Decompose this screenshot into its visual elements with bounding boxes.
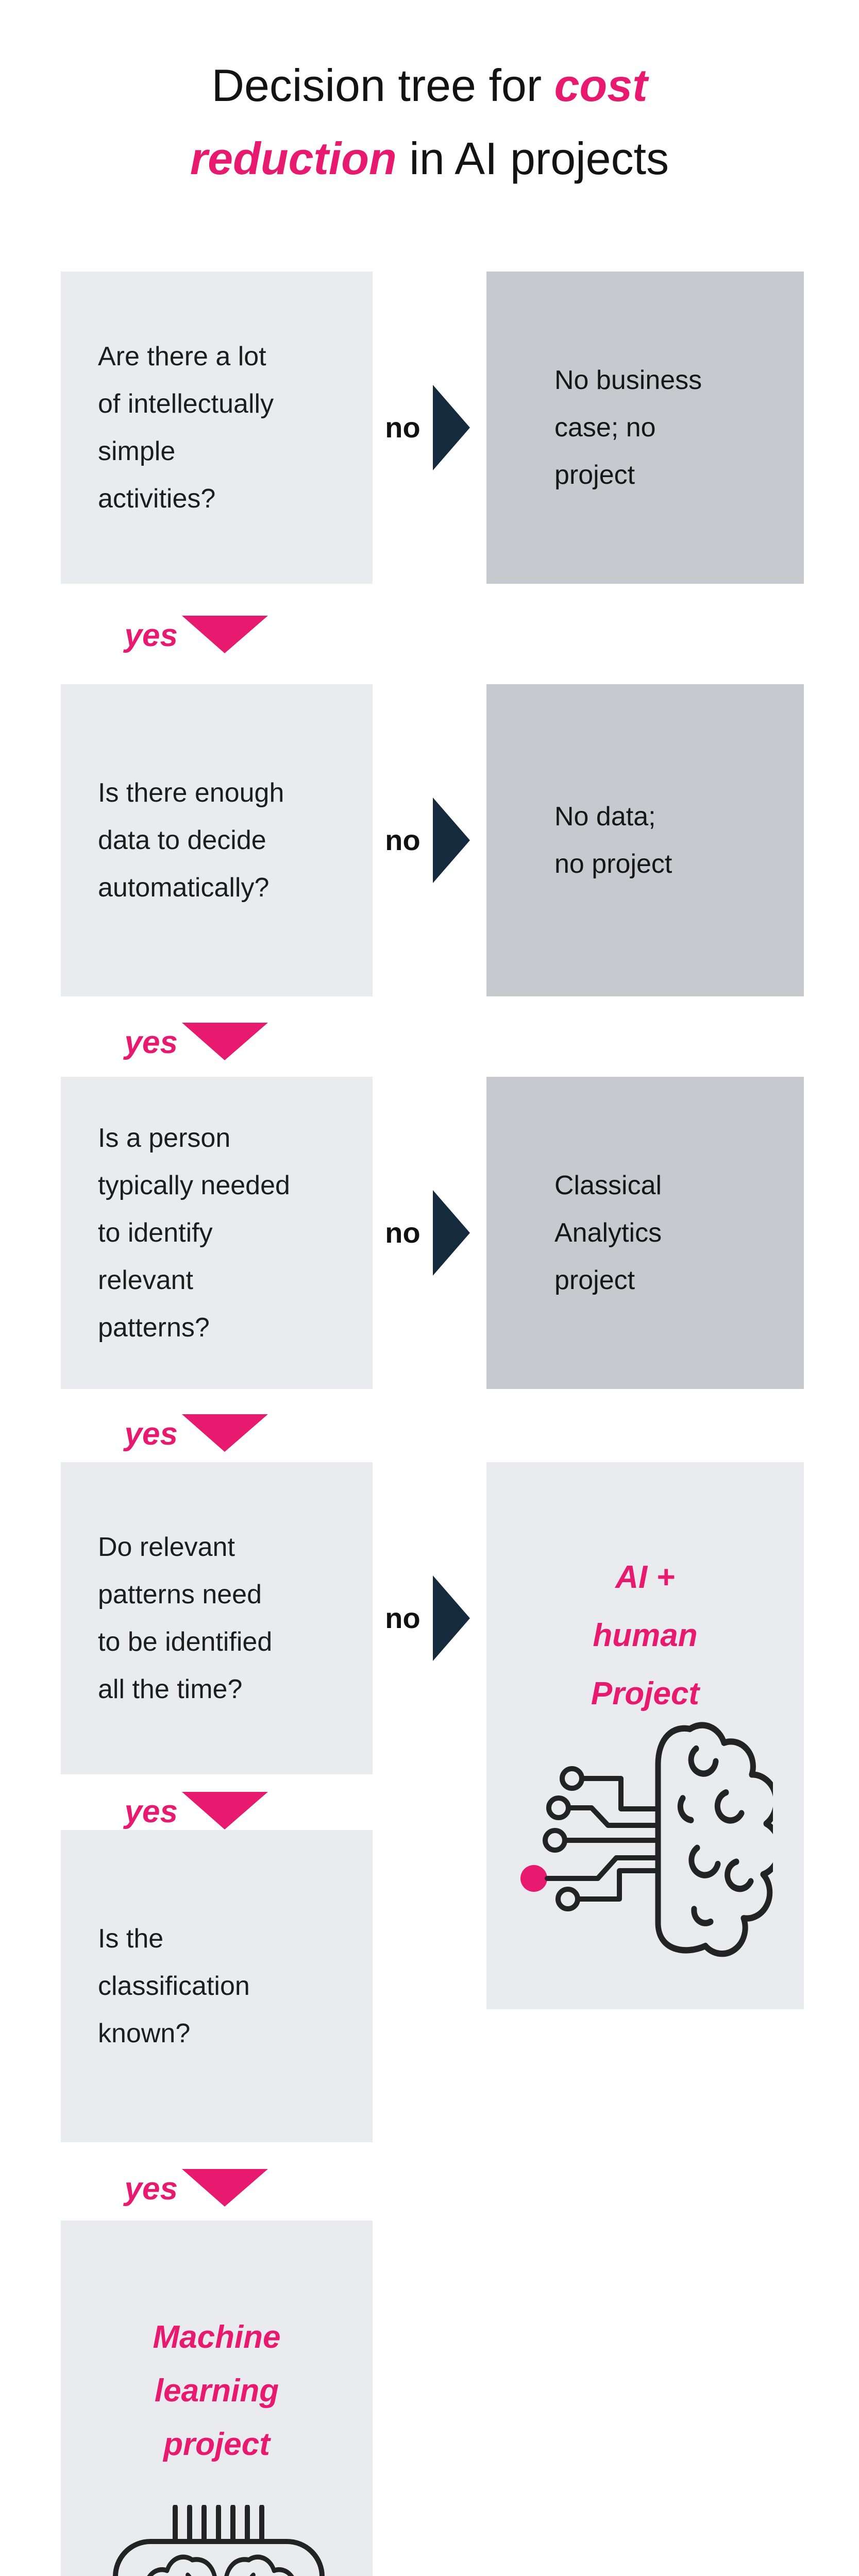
question-box-4: Do relevant patterns need to be identifi… — [61, 1462, 373, 1774]
yes-label-2: yes — [124, 1025, 178, 1060]
no-arrow-icon-2 — [433, 798, 470, 883]
outcome-text-3: Classical Analytics project — [554, 1171, 662, 1295]
question-text-1: Are there a lot of intellectually simple… — [98, 342, 274, 514]
yes-arrow-icon-2 — [182, 1023, 268, 1060]
no-label-4: no — [385, 1602, 420, 1634]
question-text-2: Is there enough data to decide automatic… — [98, 778, 284, 903]
no-label-2: no — [385, 824, 420, 856]
yes-label-4: yes — [124, 1794, 178, 1829]
question-box-3: Is a person typically needed to identify… — [61, 1077, 373, 1389]
no-label-1: no — [385, 411, 420, 444]
outcome-box-2: No data; no project — [486, 684, 804, 996]
yes-arrow-icon-4 — [182, 1792, 268, 1829]
question-box-1: Are there a lot of intellectually simple… — [61, 272, 373, 584]
yes-label-3: yes — [124, 1416, 178, 1452]
title-accent-cost: cost — [554, 60, 648, 111]
question-box-2: Is there enough data to decide automatic… — [61, 684, 373, 996]
terminal-text: Machine learning project — [153, 2319, 281, 2462]
page-title: Decision tree for cost reduction in AI p… — [0, 49, 859, 195]
question-text-5: Is the classification known? — [98, 1924, 250, 2048]
title-line-1: Decision tree for cost — [211, 60, 648, 111]
outcome-box-1: No business case; no project — [486, 272, 804, 584]
yes-arrow-icon-1 — [182, 616, 268, 653]
question-text-4: Do relevant patterns need to be identifi… — [98, 1532, 273, 1704]
title-accent-reduction: reduction — [190, 133, 397, 184]
yes-label-1: yes — [124, 618, 178, 653]
brain-circuit-icon — [520, 1716, 773, 1968]
no-arrow-icon-1 — [433, 385, 470, 470]
yes-arrow-icon-3 — [182, 1414, 268, 1452]
no-label-3: no — [385, 1216, 420, 1249]
question-text-3: Is a person typically needed to identify… — [98, 1123, 290, 1343]
yes-label-5: yes — [124, 2171, 178, 2207]
brain-chip-icon — [113, 2505, 325, 2576]
title-line-2: reduction in AI projects — [190, 133, 669, 184]
outcome-box-3: Classical Analytics project — [486, 1077, 804, 1389]
no-arrow-icon-4 — [433, 1575, 470, 1661]
outcome-text-2: No data; no project — [554, 802, 672, 879]
no-arrow-icon-3 — [433, 1190, 470, 1276]
outcome-text-4: AI + human Project — [591, 1560, 700, 1711]
pink-node-dot — [520, 1865, 547, 1892]
yes-arrow-icon-5 — [182, 2169, 268, 2207]
question-box-5: Is the classification known? — [61, 1830, 373, 2142]
outcome-text-1: No business case; no project — [554, 365, 702, 490]
